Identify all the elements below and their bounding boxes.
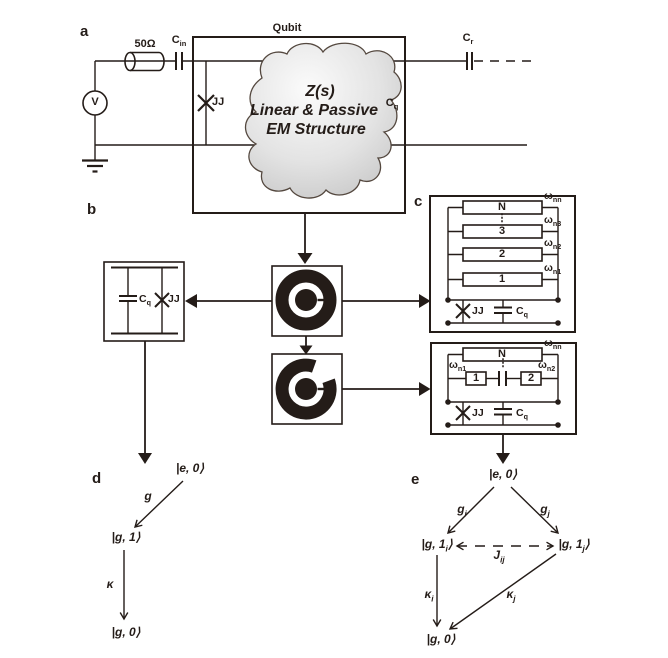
jj-label-a: JJ (212, 96, 225, 108)
foster-ellipsis: ⋮ (496, 212, 508, 224)
panel-a-circuit (82, 36, 534, 214)
em-structure-blob (244, 42, 402, 199)
jj-label-c1: JJ (472, 305, 484, 317)
coupled-resonator-1-label: 1 (472, 372, 480, 384)
kappa-i-label: κi (424, 587, 434, 604)
ground-symbol (82, 159, 108, 173)
cap-q-label-c1: Cq (516, 305, 528, 320)
state-e0-d: |e, 0⟩ (175, 461, 205, 475)
cap-q-label-b: Cq (139, 293, 151, 308)
foster-nodes (445, 297, 561, 326)
panel-label-a: a (80, 23, 89, 40)
coupled-resonator-2-label: 2 (527, 372, 535, 384)
state-g1i: |g, 1i⟩ (421, 537, 453, 554)
resonator-1-label: 1 (498, 273, 506, 285)
cap-q-label-a: Cq (385, 97, 399, 112)
state-e0-e: |e, 0⟩ (488, 467, 518, 481)
panel-label-b: b (87, 201, 97, 218)
capacitor-cq-c2 (494, 402, 512, 425)
gj-coupling-arrow (510, 486, 559, 534)
jj-junction-c1 (455, 300, 471, 323)
omega-n3-label: ωn3 (544, 214, 562, 229)
panel-b-circuit (103, 261, 185, 342)
panel-label-d: d (92, 470, 102, 487)
cap-in-label: Cin (171, 34, 187, 49)
capacitor-cin (175, 52, 183, 70)
lumped-qubit-box (103, 261, 185, 342)
qubit-box (192, 36, 406, 214)
jj-junction-b (154, 267, 170, 334)
panel-c-foster-circuit (429, 195, 576, 333)
em-structure-line2: Linear & Passive (249, 102, 379, 119)
capacitor-cq-b (119, 267, 137, 334)
resistor-value-label: 50Ω (134, 38, 156, 50)
panel-d-diagram (119, 480, 184, 621)
panel-label-e: e (411, 471, 420, 488)
resonator-n-label: N (498, 201, 506, 213)
foster-buses (447, 206, 559, 300)
arrow-splitmode-to-coupled (342, 382, 431, 396)
flow-arrows (138, 213, 510, 464)
arrow-qubit-to-mode (297, 213, 313, 264)
resonator-2-label: 2 (498, 248, 506, 260)
jj-junction-c2 (455, 402, 471, 425)
arrow-mode-to-foster (342, 294, 431, 308)
omega-n2-label-c1: ωn2 (544, 237, 562, 252)
coupled-resonator-n-label: N (498, 348, 506, 360)
omega-n1-label-c1: ωn1 (544, 262, 562, 277)
state-g0-e: |g, 0⟩ (426, 632, 456, 646)
gj-label: gj (540, 502, 550, 519)
cap-q-label-c2: Cq (516, 407, 528, 422)
resistor-50ohm (124, 51, 165, 72)
gi-label: gi (457, 502, 467, 519)
capacitor-cq-c1 (494, 300, 512, 323)
em-structure-line3: EM Structure (266, 121, 366, 138)
state-g0-d: |g, 0⟩ (111, 625, 141, 639)
jij-label: Jij (493, 548, 505, 565)
kappa-j-decay-arrow (448, 553, 557, 630)
coupled-nodes (445, 399, 561, 428)
coupling-capacitor (498, 371, 507, 386)
bullseye-mode-icon (271, 265, 343, 337)
panel-label-c: c (414, 193, 423, 210)
g-coupling-label: g (144, 489, 152, 503)
capacitor-cr (466, 52, 473, 70)
omega-nn-label-c2: ωnn (544, 337, 562, 352)
resonator-3-label: 3 (498, 225, 506, 237)
voltage-source-label: V (91, 96, 99, 108)
arrow-coupled-to-panele (496, 434, 510, 464)
voltage-source (82, 90, 108, 116)
omega-n2-label-c2: ωn2 (538, 359, 556, 374)
state-g1-d: |g, 1⟩ (111, 530, 141, 544)
broken-ring-mode-icon (271, 353, 343, 425)
state-g1j: |g, 1j⟩ (558, 537, 590, 554)
cap-r-label: Cr (462, 32, 474, 47)
kappa-j-label: κj (506, 587, 516, 604)
g-coupling-arrow (133, 480, 184, 528)
panel-e-diagram (432, 486, 559, 630)
jj-label-c2: JJ (472, 407, 484, 419)
arrow-mode-to-splitmode (299, 336, 313, 355)
arrow-mode-to-lumped (185, 294, 272, 308)
gi-coupling-arrow (447, 486, 495, 534)
kappa-label-d: κ (106, 577, 114, 591)
arrow-lumped-to-paneld (138, 341, 152, 464)
omega-n1-label-c2: ωn1 (449, 359, 467, 374)
omega-nn-label-c1: ωnn (544, 190, 562, 205)
panel-c-coupled-circuit (430, 342, 577, 435)
qubit-box-title: Qubit (272, 22, 302, 34)
coupled-ellipsis: ⋮ (497, 357, 509, 369)
jj-label-b: JJ (168, 293, 180, 305)
impedance-function-label: Z(s) (305, 83, 335, 100)
coupled-buses (447, 353, 559, 402)
jj-junction-a (197, 61, 215, 145)
